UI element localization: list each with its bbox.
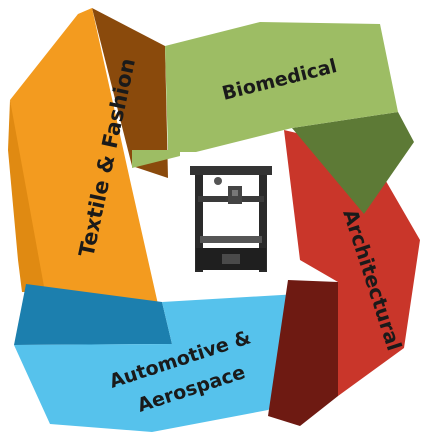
textile-band — [10, 8, 162, 322]
automotive-band — [14, 292, 332, 432]
textile-segment: Textile & Fashion — [8, 8, 168, 322]
biomedical-band — [132, 22, 398, 168]
architectural-segment: Architectural — [268, 130, 420, 426]
textile-fold — [92, 8, 168, 178]
biomedical-fold — [292, 112, 414, 214]
automotive-segment: Automotive & Aerospace — [14, 284, 332, 432]
automotive-fold — [14, 284, 172, 345]
textile-band-shadow — [8, 100, 45, 292]
biomedical-segment: Biomedical — [132, 22, 414, 214]
architectural-fold — [268, 280, 338, 426]
architectural-band — [284, 130, 420, 396]
3d-printer-icon — [180, 152, 282, 292]
